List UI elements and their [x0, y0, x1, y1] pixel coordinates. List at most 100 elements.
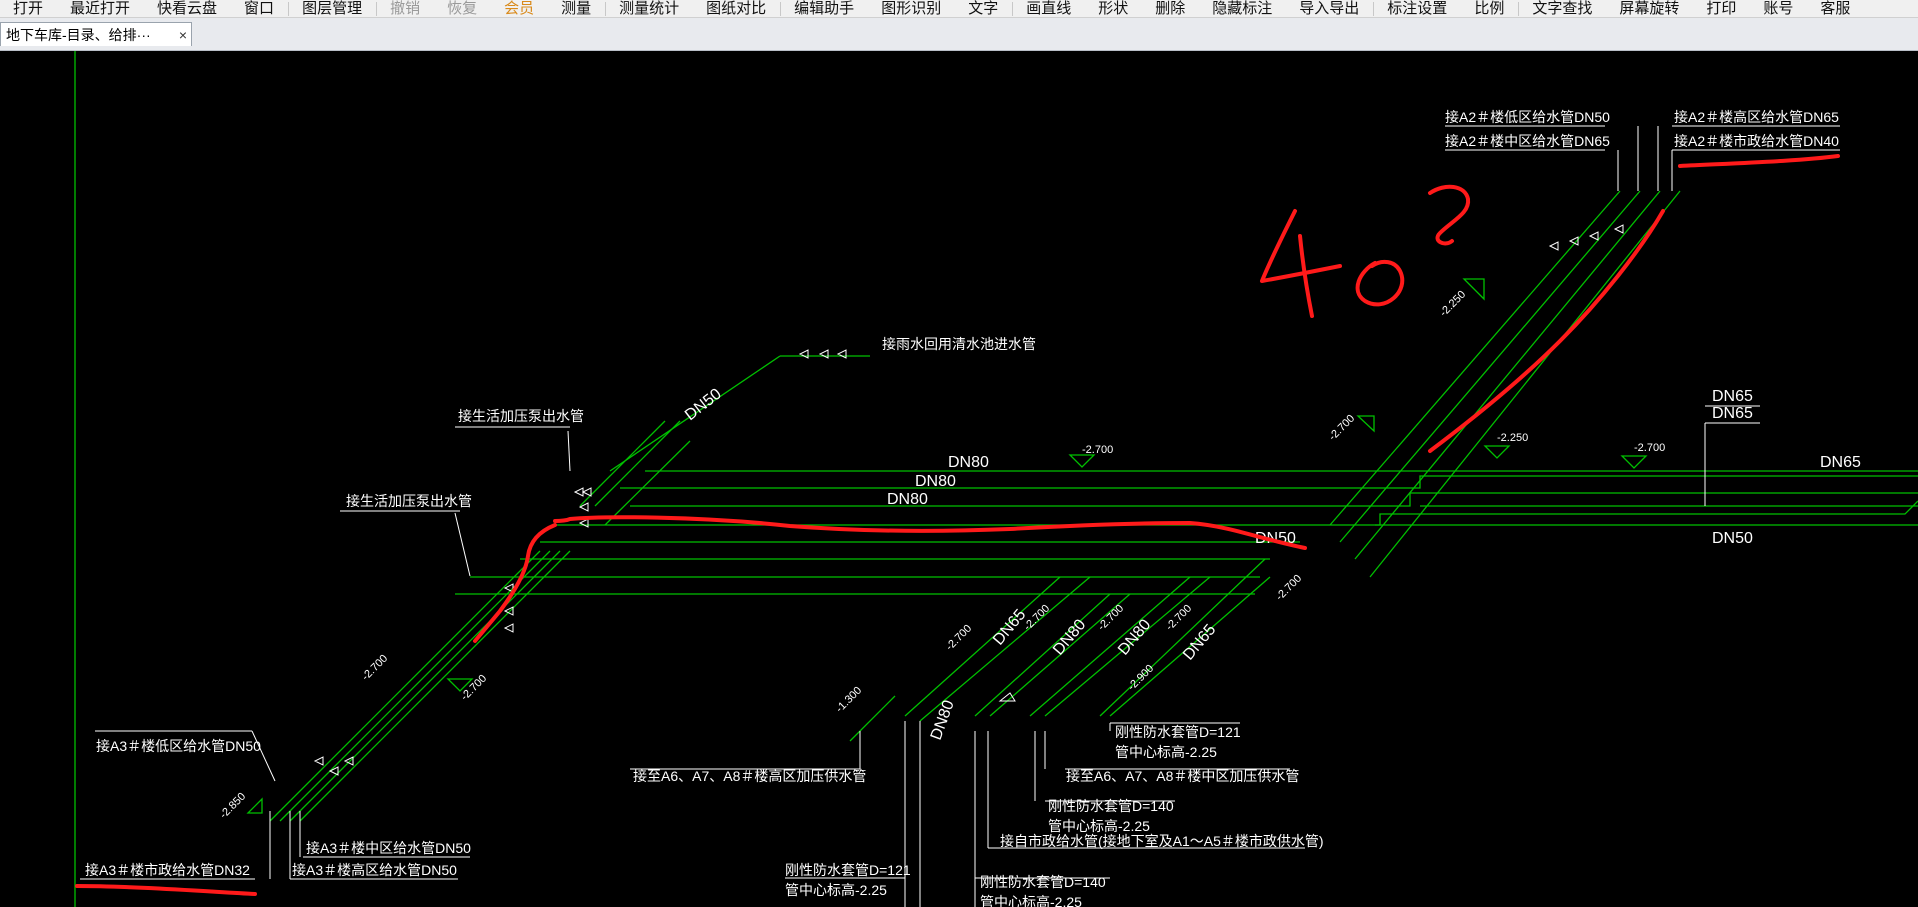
- dn-label: DN65: [1712, 388, 1753, 405]
- bottom-branches: [849, 558, 1271, 742]
- elev-label: -2.700: [360, 653, 391, 684]
- menu-item-16[interactable]: 删除: [1155, 0, 1186, 17]
- menu-item-15[interactable]: 形状: [1098, 0, 1129, 17]
- elev-label: -2.700: [1164, 603, 1195, 634]
- leader-lines: [80, 125, 1840, 907]
- menu-item-3[interactable]: 窗口: [244, 0, 275, 17]
- valve-symbols: [313, 224, 1624, 776]
- menu-item-12[interactable]: 图形识别: [881, 0, 942, 17]
- main-pipes: [455, 470, 1918, 595]
- handwriting-0: [1355, 259, 1405, 307]
- handwriting-4: [1260, 209, 1342, 318]
- elev-label: -2.250: [1438, 289, 1469, 320]
- menu-item-7[interactable]: 会员: [504, 0, 535, 17]
- label-a678-high: 接至A6、A7、A8＃楼高区加压供水管: [633, 768, 866, 784]
- dn-label: DN80: [887, 491, 928, 508]
- menu-item-14[interactable]: 画直线: [1026, 0, 1072, 17]
- menu-separator: [1518, 1, 1520, 16]
- label-city-supply: 接自市政给水管(接地下室及A1～A5＃楼市政供水管): [1000, 833, 1324, 849]
- menu-item-1[interactable]: 最近打开: [70, 0, 131, 17]
- dn-label: DN80: [948, 454, 989, 471]
- label-sleeve-140-b: 刚性防水套管D=140: [980, 874, 1106, 890]
- elev-label: -2.700: [1096, 603, 1127, 634]
- red-underline-a3-city: [75, 884, 257, 896]
- menu-item-11[interactable]: 编辑助手: [794, 0, 855, 17]
- menu-separator: [1373, 1, 1375, 16]
- elevation-markers: [246, 278, 1648, 814]
- elev-label: -2.700: [1634, 442, 1665, 454]
- menu-item-4[interactable]: 图层管理: [302, 0, 363, 17]
- menu-item-9[interactable]: 测量统计: [619, 0, 680, 17]
- label-pump-1: 接生活加压泵出水管: [458, 408, 584, 424]
- tab-bar: 地下车库-目录、给排··· ×: [0, 18, 1918, 51]
- menu-item-6[interactable]: 恢复: [447, 0, 478, 17]
- label-a2-mid: 接A2＃楼中区给水管DN65: [1445, 133, 1610, 149]
- menu-item-8[interactable]: 测量: [561, 0, 592, 17]
- elev-label: -2.700: [1082, 444, 1113, 456]
- red-annotations: [75, 154, 1840, 896]
- red-curve-a2-diagonal: [1428, 209, 1665, 453]
- menu-item-2[interactable]: 快看云盘: [157, 0, 218, 17]
- menu-item-13[interactable]: 文字: [968, 0, 999, 17]
- label-a2-low: 接A2＃楼低区给水管DN50: [1445, 109, 1610, 125]
- pipe-labels: 接A2＃楼低区给水管DN50 接A2＃楼中区给水管DN65 接A2＃楼高区给水管…: [85, 109, 1839, 907]
- menu-item-18[interactable]: 导入导出: [1299, 0, 1360, 17]
- close-icon[interactable]: ×: [178, 26, 188, 43]
- red-curve-pump: [473, 523, 557, 643]
- elev-label: -2.700: [944, 623, 975, 654]
- menu-item-20[interactable]: 比例: [1474, 0, 1505, 17]
- drawing-svg[interactable]: 接A2＃楼低区给水管DN50 接A2＃楼中区给水管DN65 接A2＃楼高区给水管…: [0, 51, 1918, 907]
- menu-item-23[interactable]: 打印: [1706, 0, 1737, 17]
- dn-label: DN80: [928, 698, 958, 742]
- diagonal-pipes-a2: [1329, 190, 1681, 578]
- menu-item-25[interactable]: 客服: [1820, 0, 1851, 17]
- label-center-elev-c: 管中心标高-2.25: [785, 882, 887, 898]
- menu-separator: [780, 1, 782, 16]
- red-underline-a2-city: [1678, 154, 1840, 168]
- menu-item-5[interactable]: 撤销: [390, 0, 421, 17]
- menu-item-19[interactable]: 标注设置: [1387, 0, 1448, 17]
- diagonal-pipes-a3: [269, 420, 691, 822]
- dn-label: DN50: [1712, 530, 1753, 547]
- menu-separator: [605, 1, 607, 16]
- elev-label: -2.700: [1274, 573, 1305, 604]
- dn-label: DN65: [1712, 405, 1753, 422]
- menu-separator: [288, 1, 290, 16]
- label-a2-city: 接A2＃楼市政给水管DN40: [1674, 133, 1839, 149]
- menu-separator: [1012, 1, 1014, 16]
- dn-label: DN65: [1180, 621, 1219, 663]
- document-tab-title[interactable]: 地下车库-目录、给排···: [6, 26, 151, 43]
- rain-pipe: [609, 355, 870, 472]
- document-tab[interactable]: 地下车库-目录、给排··· ×: [0, 22, 192, 46]
- dn-label: DN80: [915, 473, 956, 490]
- label-center-elev-a: 管中心标高-2.25: [1115, 744, 1217, 760]
- menu-item-17[interactable]: 隐藏标注: [1212, 0, 1273, 17]
- label-sleeve-121-a: 刚性防水套管D=121: [1115, 724, 1241, 740]
- label-pump-2: 接生活加压泵出水管: [346, 493, 472, 509]
- menu-item-24[interactable]: 账号: [1763, 0, 1794, 17]
- elev-label: -2.700: [1327, 413, 1358, 444]
- red-line-dn50: [553, 515, 1307, 550]
- menubar: 打开 最近打开 快看云盘 窗口 图层管理 撤销 恢复 会员 测量 测量统计 图纸对比 编辑助手 图形识别…: [0, 0, 1918, 18]
- label-a3-city: 接A3＃楼市政给水管DN32: [85, 862, 250, 878]
- menu-item-10[interactable]: 图纸对比: [706, 0, 767, 17]
- elev-label: -1.300: [834, 685, 865, 716]
- dn-label: DN65: [1820, 454, 1861, 471]
- label-a3-low: 接A3＃楼低区给水管DN50: [96, 738, 261, 754]
- label-center-elev-b: 管中心标高-2.25: [1048, 818, 1150, 834]
- elev-label: -2.250: [1497, 432, 1528, 444]
- elev-label: -2.850: [218, 791, 249, 822]
- dn-label: DN80: [1050, 616, 1089, 658]
- menu-separator: [376, 1, 378, 16]
- label-center-elev-d: 管中心标高-2.25: [980, 894, 1082, 907]
- label-a3-mid: 接A3＃楼中区给水管DN50: [306, 840, 471, 856]
- drawing-canvas[interactable]: 接A2＃楼低区给水管DN50 接A2＃楼中区给水管DN65 接A2＃楼高区给水管…: [0, 51, 1918, 907]
- label-rain: 接雨水回用清水池进水管: [882, 336, 1036, 352]
- label-a678-mid: 接至A6、A7、A8＃楼中区加压供水管: [1066, 768, 1299, 784]
- label-a2-high: 接A2＃楼高区给水管DN65: [1674, 109, 1839, 125]
- menu-item-22[interactable]: 屏幕旋转: [1619, 0, 1680, 17]
- label-a3-high: 接A3＃楼高区给水管DN50: [292, 862, 457, 878]
- label-sleeve-121-b: 刚性防水套管D=121: [785, 862, 911, 878]
- menu-item-0[interactable]: 打开: [13, 0, 44, 17]
- menu-item-21[interactable]: 文字查找: [1532, 0, 1593, 17]
